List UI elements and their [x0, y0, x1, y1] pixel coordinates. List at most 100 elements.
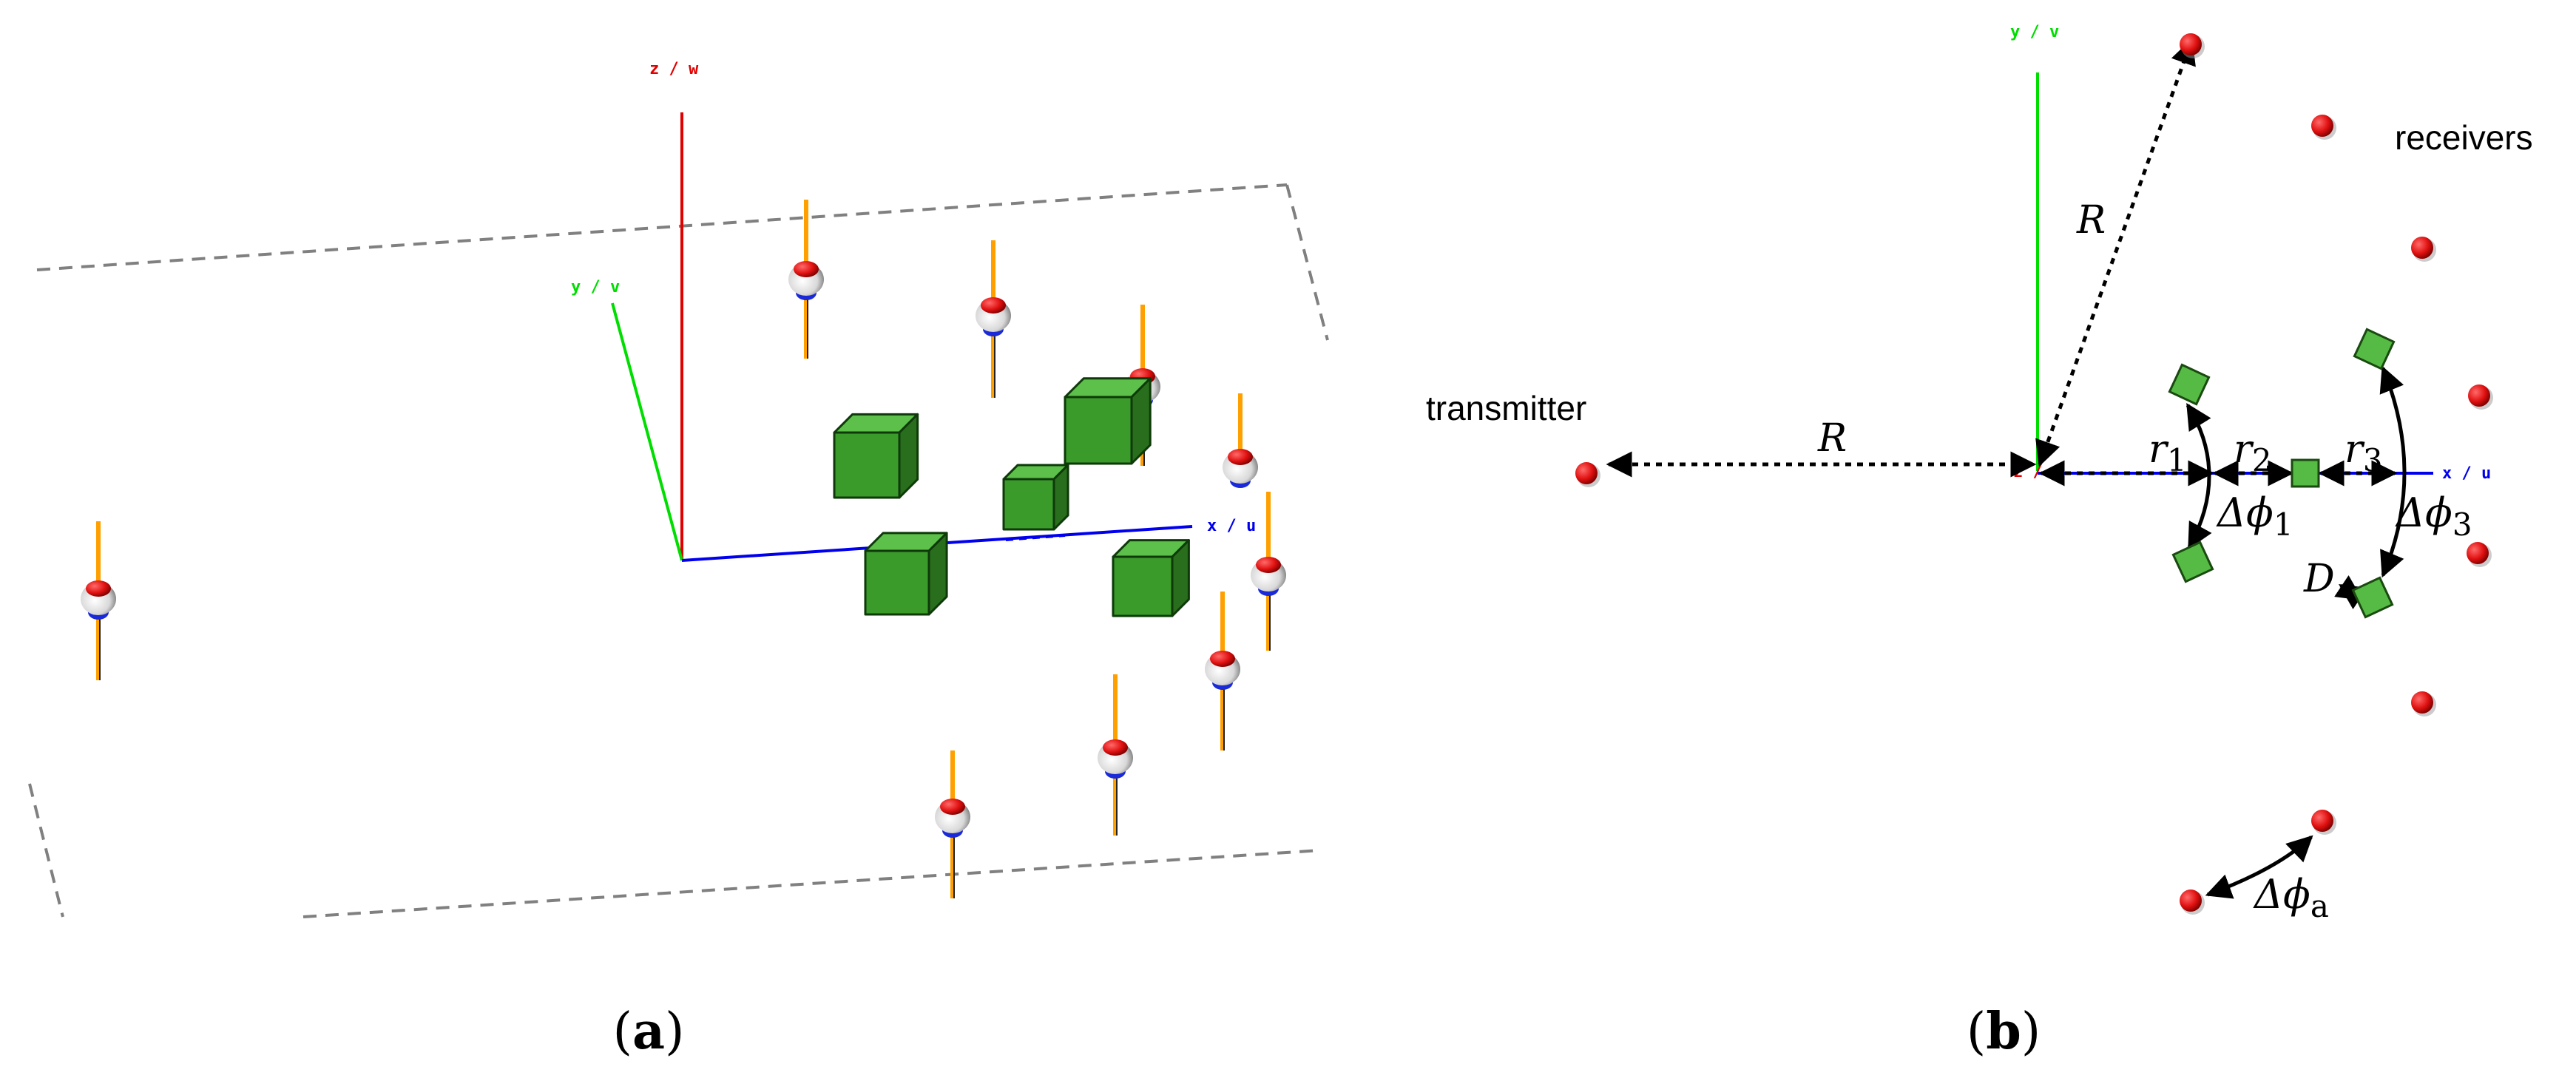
symbol-r3-sub: 3: [2363, 442, 2383, 478]
symbol-dphi1-main: Δϕ: [2216, 489, 2274, 536]
receiver-ball-red: [1210, 651, 1235, 667]
receiver-ball-red: [981, 297, 1006, 314]
arc-dphi3: [2379, 365, 2407, 578]
receiver-3d: [1098, 674, 1133, 836]
point-dot: [2180, 33, 2202, 55]
cube-front: [1112, 555, 1174, 617]
point-group: [1575, 33, 2493, 915]
point-dot: [2180, 889, 2202, 912]
caption-a: (a): [612, 1002, 684, 1061]
symbol-dphi3-sub: 3: [2452, 506, 2472, 543]
panel-b: y / v x / u z / transmitter receivers R …: [1426, 23, 2533, 1061]
receiver-3d: [1223, 393, 1258, 488]
caption-a-open: (: [612, 1003, 632, 1061]
caption-b-letter: b: [1986, 1002, 2021, 1061]
y-axis-label: y / v: [571, 278, 620, 296]
arrow-R-top: [2035, 38, 2196, 467]
transmitter-point: [1575, 462, 1600, 487]
caption-b-close: ): [2021, 1003, 2041, 1061]
receiver-ball-red: [1228, 449, 1253, 465]
symbol-r2-main: r: [2234, 427, 2254, 472]
receiver-3d: [1205, 592, 1240, 750]
receivers-label: receivers: [2395, 118, 2533, 157]
receiver-point: [2311, 115, 2336, 140]
transmitter-label: transmitter: [1426, 389, 1586, 427]
receiver-3d: [788, 200, 824, 359]
point-dot: [2311, 810, 2333, 832]
receiver-3d: [1251, 492, 1286, 651]
cube-side: [927, 532, 948, 616]
cube: [1002, 464, 1069, 531]
cube-group: [833, 377, 1190, 617]
symbol-dphia-main: Δϕ: [2253, 871, 2310, 918]
receiver-point: [2311, 810, 2336, 835]
point-dot: [2411, 237, 2433, 259]
y-axis: [611, 302, 683, 561]
cube-side: [898, 413, 919, 499]
scatterer-square: [2291, 458, 2320, 488]
receiver-point: [2180, 889, 2205, 915]
symbol-r1: r1: [2149, 427, 2187, 478]
symbol-r3: r3: [2345, 427, 2383, 478]
symbol-dphi3-main: Δϕ: [2395, 489, 2452, 536]
scatterer-square: [2168, 363, 2211, 406]
b-y-axis-label: y / v: [2010, 23, 2059, 41]
arc-dphia: [2205, 835, 2313, 899]
receiver-3d: [935, 750, 970, 898]
cube-side: [1171, 539, 1190, 617]
receiver-group-3d: [81, 200, 1286, 898]
arrow-D: [2334, 575, 2367, 610]
cube-front: [864, 549, 930, 616]
symbol-r2: r2: [2234, 427, 2272, 478]
receiver-point: [2411, 237, 2436, 262]
caption-b: (b): [1967, 1002, 2041, 1061]
receiver-point: [2467, 542, 2492, 567]
symbol-dphi1: Δϕ1: [2216, 489, 2293, 543]
receiver-point: [2468, 384, 2493, 410]
scatterer-square: [2353, 328, 2396, 370]
point-dot: [2467, 542, 2489, 564]
receiver-3d: [81, 521, 116, 680]
cube: [1064, 377, 1152, 465]
symbol-dphi1-sub: 1: [2274, 506, 2293, 543]
cube-front: [1002, 478, 1055, 531]
point-dot: [1575, 462, 1598, 484]
cube-side: [1052, 464, 1069, 531]
b-x-axis-label: x / u: [2442, 464, 2491, 483]
cube: [864, 532, 948, 616]
symbol-D: D: [2303, 557, 2335, 601]
symbol-dphia: Δϕa: [2253, 871, 2329, 924]
symbol-dphi3: Δϕ3: [2395, 489, 2472, 543]
receiver-ball-red: [1103, 739, 1128, 756]
receiver-3d: [976, 240, 1011, 398]
panel-a: z / w y / v x / u (a): [28, 60, 1329, 1061]
symbol-r1-sub: 1: [2167, 442, 2187, 478]
receiver-point: [2411, 691, 2436, 716]
x-axis-label: x / u: [1207, 517, 1256, 535]
receiver-ball-red: [86, 580, 111, 597]
symbol-r2-sub: 2: [2252, 442, 2272, 478]
cube-side: [1130, 377, 1152, 465]
ground-frame: [28, 183, 1329, 918]
receiver-ball-red: [794, 261, 819, 277]
arc-dphi1: [2185, 403, 2212, 550]
point-dot: [2411, 691, 2433, 714]
cube: [833, 413, 919, 499]
scatterer-square: [2351, 576, 2394, 619]
symbol-R-left: R: [1817, 416, 1847, 461]
symbol-dphia-sub: a: [2310, 888, 2329, 924]
x-axis-hidden-segment: [1005, 534, 1066, 541]
point-dot: [2468, 384, 2490, 407]
caption-b-open: (: [1967, 1003, 1987, 1061]
symbol-r1-main: r: [2149, 427, 2169, 472]
caption-a-close: ): [665, 1003, 685, 1061]
z-axis-label: z / w: [649, 60, 699, 78]
cube-front: [833, 431, 901, 499]
square-group: [2168, 328, 2396, 619]
symbol-r3-main: r: [2345, 427, 2365, 472]
cube: [1112, 539, 1190, 617]
receiver-ball-red: [940, 799, 965, 815]
symbol-R-top: R: [2076, 198, 2106, 243]
angle-arrows: [2185, 365, 2407, 899]
